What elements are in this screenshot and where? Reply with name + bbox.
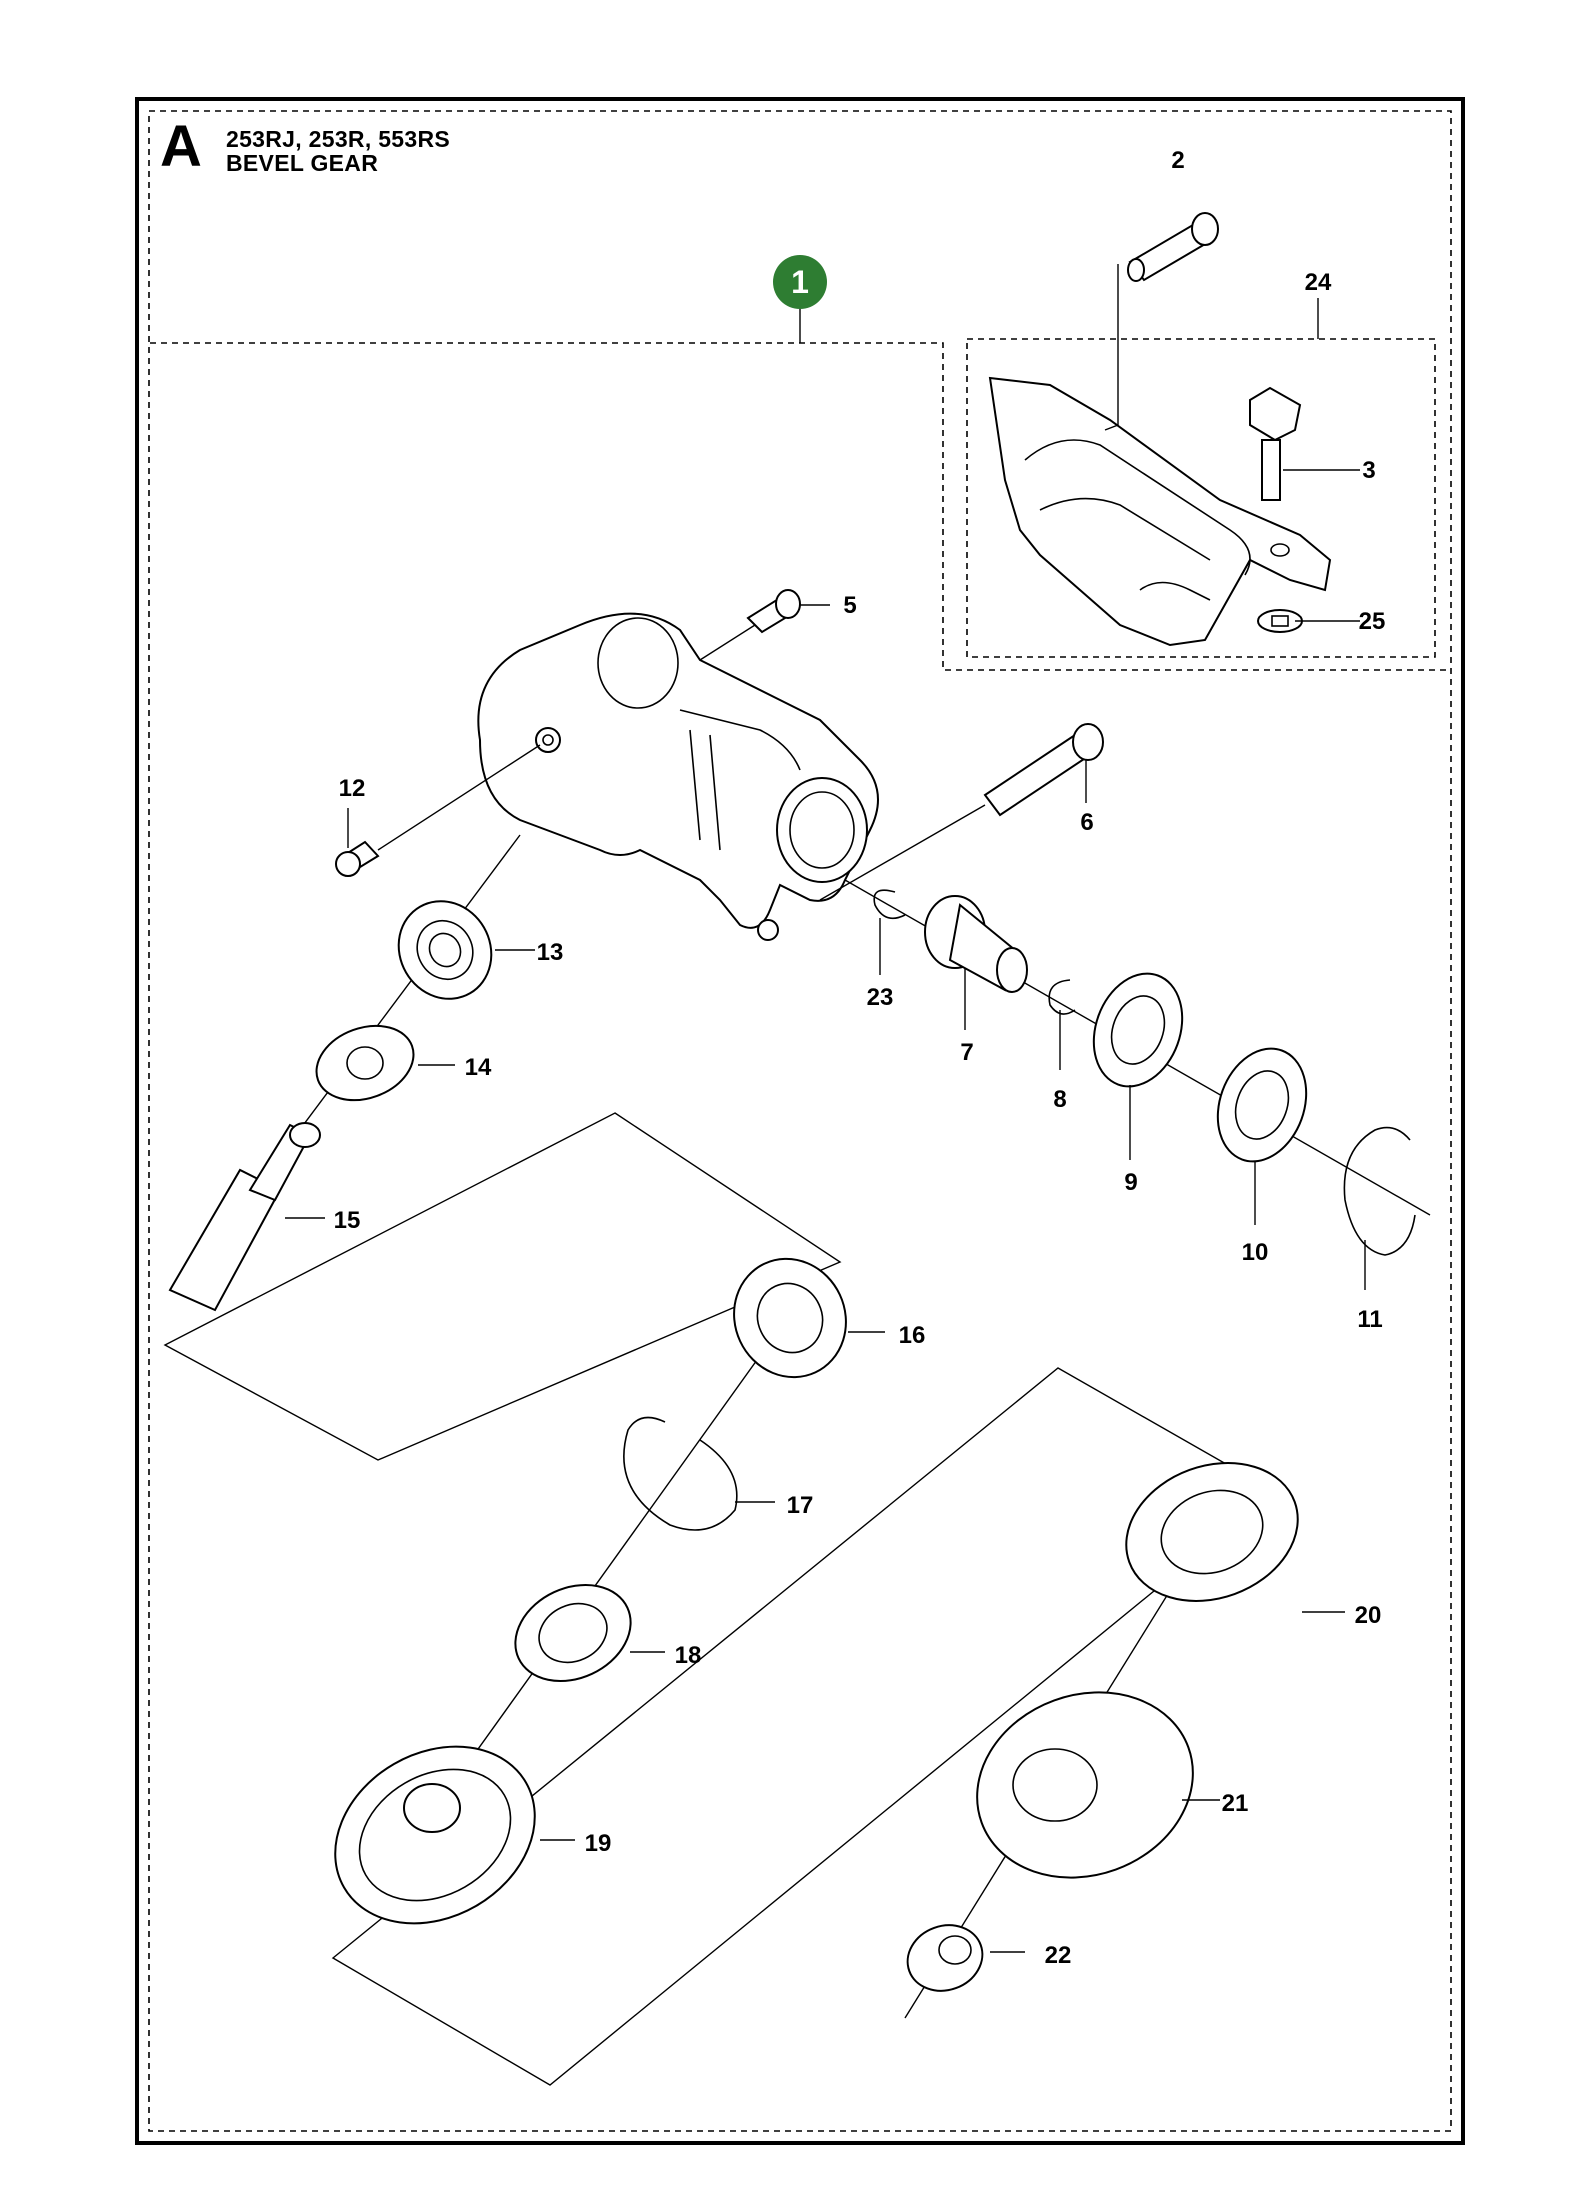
part-number-2: 2 [1171, 147, 1184, 174]
sleeve-part-7 [924, 895, 1028, 993]
part-number-23: 23 [867, 984, 894, 1011]
bolt-part-6 [983, 723, 1104, 817]
part-number-6: 6 [1080, 809, 1093, 836]
screw-part-2 [1127, 212, 1219, 282]
part-number-5: 5 [843, 592, 856, 619]
bearing-part-16 [733, 1257, 847, 1379]
part-number-20: 20 [1355, 1602, 1382, 1629]
part-number-7: 7 [960, 1039, 973, 1066]
part-number-18: 18 [675, 1642, 702, 1669]
disc-part-21 [976, 1691, 1194, 1879]
part-number-17: 17 [787, 1492, 814, 1519]
kit-bounding-line-upper [163, 1112, 842, 1461]
part-number-24: 24 [1305, 269, 1332, 296]
retaining-ring-part-17 [623, 1416, 738, 1531]
part-number-3: 3 [1362, 457, 1375, 484]
assembly-callout-number: 1 [791, 264, 809, 300]
part-number-15: 15 [334, 1207, 361, 1234]
diagram-title: BEVEL GEAR [226, 150, 379, 176]
part-number-21: 21 [1222, 1790, 1249, 1817]
seal-part-18 [514, 1583, 632, 1683]
shaft-part-15 [168, 1122, 321, 1312]
assembly-24-boundary [966, 338, 1436, 658]
part-number-12: 12 [339, 775, 366, 802]
bearing-part-9 [1092, 972, 1184, 1088]
nut-part-22 [906, 1924, 984, 1992]
part-number-9: 9 [1124, 1169, 1137, 1196]
assembly-callout-badge: 1 [773, 255, 827, 309]
model-list: 253RJ, 253R, 553RS [226, 126, 451, 152]
screw-part-5 [746, 589, 801, 634]
assembly-1-boundary [150, 342, 1450, 671]
pin-part-3 [1249, 386, 1302, 501]
part-number-19: 19 [585, 1830, 612, 1857]
gear-housing [477, 612, 879, 941]
bearing-part-10 [1216, 1047, 1308, 1163]
part-number-11: 11 [1357, 1306, 1382, 1333]
bearing-part-13 [397, 900, 493, 1000]
screw-part-12 [335, 840, 380, 877]
section-letter: A [160, 114, 202, 179]
retaining-ring-part-11 [1343, 1126, 1416, 1256]
circlip-part-8 [1048, 979, 1076, 1015]
part-number-13: 13 [537, 939, 564, 966]
inner-dashed-frame [148, 110, 1452, 2132]
washer-part-14 [315, 1024, 415, 1102]
kit-bounding-line-lower [331, 1367, 1277, 2086]
part-number-16: 16 [899, 1322, 926, 1349]
part-number-22: 22 [1045, 1942, 1072, 1969]
part-number-14: 14 [465, 1054, 492, 1081]
part-number-25: 25 [1359, 608, 1386, 635]
cover-plate [988, 376, 1332, 647]
washer-part-20 [1125, 1462, 1299, 1602]
outer-frame [135, 97, 1465, 2145]
part-number-8: 8 [1053, 1086, 1066, 1113]
circlip-part-23 [873, 889, 906, 920]
part-number-10: 10 [1242, 1239, 1269, 1266]
gear-part-19 [334, 1745, 536, 1925]
